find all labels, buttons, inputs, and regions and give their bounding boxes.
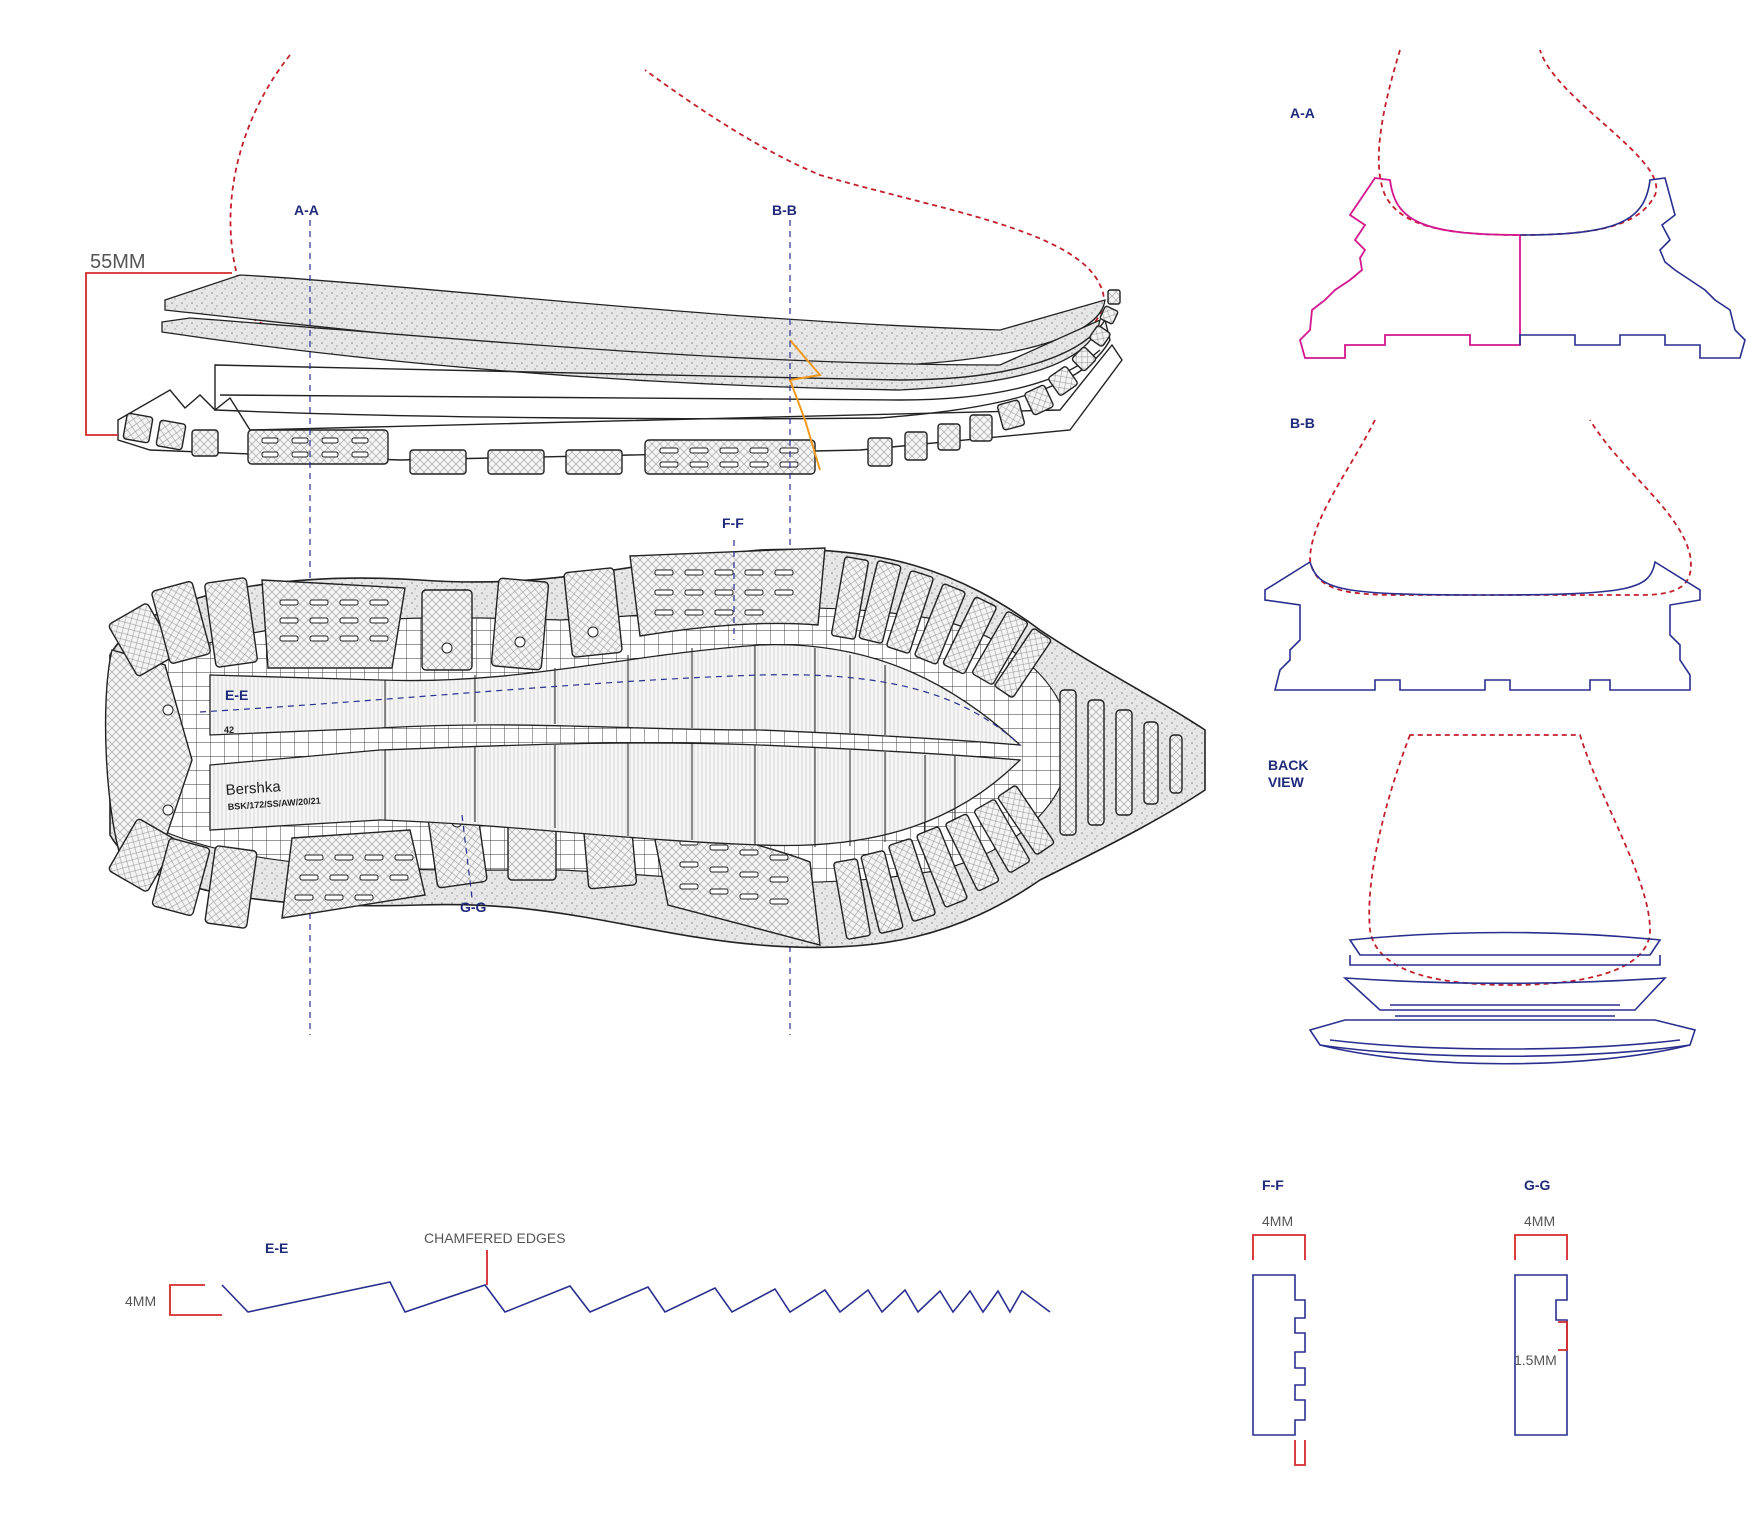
back-view-title-1: BACK [1268, 757, 1308, 773]
side-lug-large [644, 439, 816, 475]
brand-mark: Bershka [225, 778, 282, 799]
foot-back-view [1368, 734, 1651, 986]
foot-section-bb [1309, 419, 1692, 596]
side-lug [996, 399, 1026, 431]
ff-dimension-label: 4MM [1262, 1213, 1293, 1229]
channel-dividers [384, 645, 956, 847]
side-lug [1099, 305, 1119, 325]
foot-section-aa [1377, 49, 1658, 236]
height-dimension-label: 55MM [90, 251, 146, 273]
gg-depth-mark [1558, 1321, 1568, 1351]
section-bb: B-B [1264, 415, 1701, 691]
side-lug-large [247, 429, 389, 465]
peg-hole [162, 704, 174, 716]
back-outsole-lines [1319, 1039, 1691, 1058]
section-aa-right [1519, 177, 1746, 359]
side-lug [1048, 366, 1078, 396]
midsole-line [219, 349, 1101, 401]
section-title-ff: F-F [1262, 1177, 1284, 1193]
toe-ridge [1143, 721, 1159, 805]
section-ff: F-F 4MM [1252, 1177, 1306, 1466]
lower-channel [209, 742, 1022, 847]
side-lug [867, 437, 893, 467]
back-heel-top [1348, 931, 1662, 956]
gg-depth-label: 1.5MM [1514, 1352, 1557, 1368]
side-view: 55MM [85, 54, 1123, 475]
toe-ridge [1169, 734, 1183, 794]
toe-ridge [1115, 709, 1133, 816]
side-lug [1089, 325, 1111, 347]
sole-label-gg: G-G [460, 899, 487, 915]
section-title-ee: E-E [265, 1240, 288, 1256]
side-lug [122, 412, 154, 444]
peg-hole [587, 626, 599, 638]
toe-ridge [1087, 699, 1105, 826]
section-bb-outline [1264, 560, 1701, 691]
section-line-gg [461, 814, 473, 899]
section-label-aa: A-A [294, 202, 319, 218]
section-gg: G-G 4MM 1.5MM [1514, 1177, 1568, 1436]
side-lug [409, 449, 467, 475]
toe-ridge [1059, 689, 1077, 836]
sole-label-ee: E-E [225, 687, 248, 703]
section-title-bb: B-B [1290, 415, 1315, 431]
side-lug [937, 423, 961, 451]
side-lug [565, 449, 623, 475]
sole-slots [279, 569, 794, 905]
chamfer-label: CHAMFERED EDGES [424, 1230, 566, 1246]
section-title-aa: A-A [1290, 105, 1315, 121]
side-lug [969, 414, 993, 442]
side-lug [487, 449, 545, 475]
ff-profile [1252, 1274, 1306, 1436]
insole-bottom [161, 317, 1101, 391]
side-lug [1024, 384, 1054, 416]
peg-hole [514, 636, 526, 648]
section-aa-left [1298, 177, 1521, 359]
back-outsole [1308, 1019, 1697, 1065]
back-midsole-lines [1390, 1004, 1620, 1017]
peg-hole [441, 642, 453, 654]
section-aa: A-A [1290, 49, 1746, 359]
size-mark: 42 [224, 725, 234, 735]
height-dimension-line [85, 272, 232, 436]
back-view: BACK VIEW [1268, 734, 1697, 1065]
side-lug [904, 431, 928, 461]
ee-dimension-label: 4MM [125, 1293, 156, 1309]
gg-dimension [1514, 1234, 1568, 1260]
side-lug [155, 419, 187, 451]
gg-profile [1514, 1274, 1568, 1436]
side-lug [1071, 346, 1097, 372]
side-lug [1107, 289, 1121, 305]
midsole [214, 318, 1111, 420]
gg-dimension-label: 4MM [1524, 1213, 1555, 1229]
back-view-title-2: VIEW [1268, 774, 1305, 790]
lug-slots [261, 437, 799, 468]
back-midsole [1342, 977, 1667, 1011]
ee-dimension [169, 1284, 222, 1316]
section-title-gg: G-G [1524, 1177, 1551, 1193]
section-line-ee [199, 674, 1021, 746]
section-ee: E-E CHAMFERED EDGES 4MM [125, 1230, 1051, 1316]
sole-label-ff: F-F [722, 515, 744, 531]
ff-bottom-mark [1294, 1440, 1306, 1466]
back-heel-band [1349, 955, 1661, 966]
peg-hole [162, 804, 174, 816]
sole-bottom-view: F-F E-E G-G 42 Bershka BSK/172/SS/AW/20/… [104, 515, 1206, 949]
ee-profile [221, 1281, 1051, 1314]
ff-dimension [1252, 1234, 1306, 1260]
section-label-bb: B-B [772, 202, 797, 218]
side-lug [191, 429, 219, 457]
